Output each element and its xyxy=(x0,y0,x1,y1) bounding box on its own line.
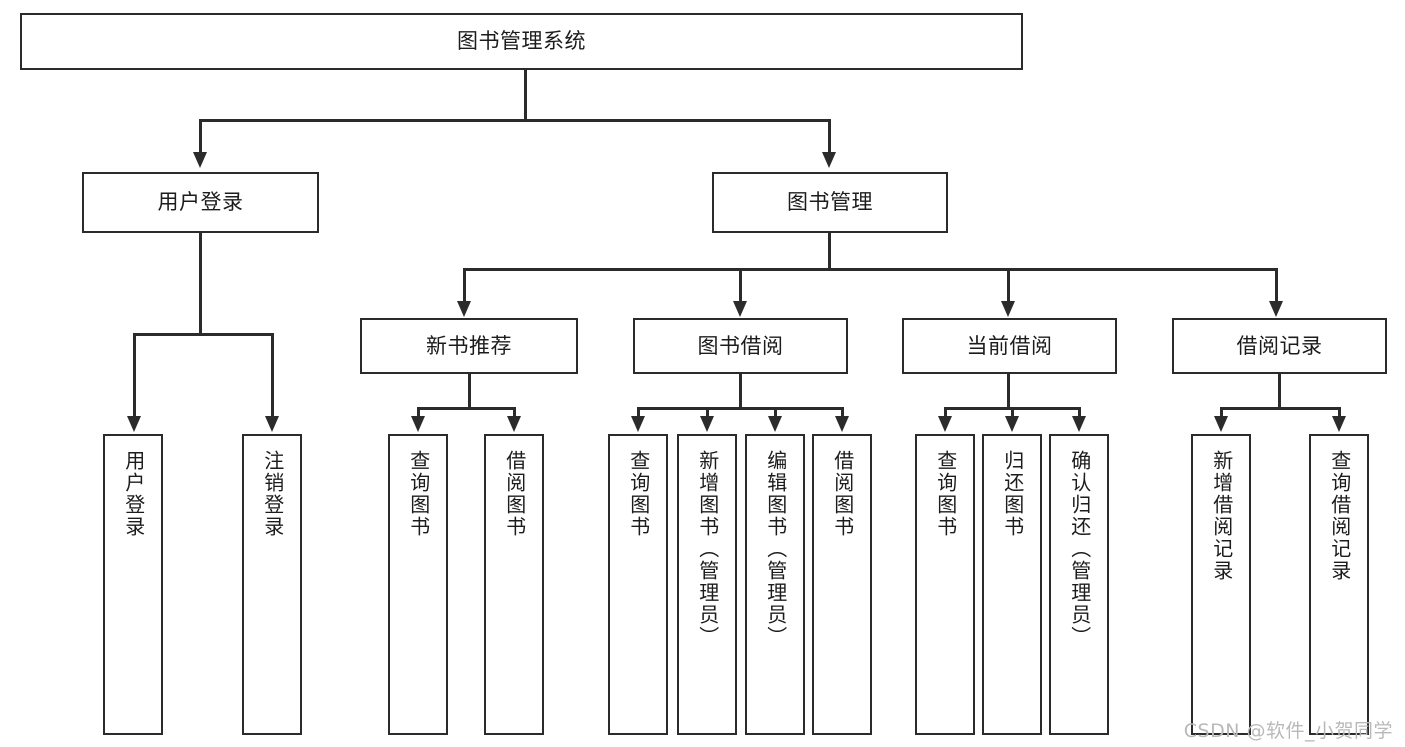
node-leaf-rec-query-book-label: 查询图书 xyxy=(406,450,431,538)
edge-user-login-bus xyxy=(133,333,273,336)
node-borrow-record-label: 借阅记录 xyxy=(1236,333,1323,358)
node-leaf-borrow-edit-book[interactable]: 编辑图书（管理员） xyxy=(745,434,805,735)
node-leaf-rec-query-book[interactable]: 查询图书 xyxy=(388,434,448,735)
arrowhead-book-borrow xyxy=(733,301,747,317)
node-leaf-current-query-book[interactable]: 查询图书 xyxy=(915,434,975,735)
arrowhead-current-return-book xyxy=(1005,416,1019,432)
node-book-manage-label: 图书管理 xyxy=(787,190,873,215)
edge-borrow-record-to-leaf-2 xyxy=(1338,407,1341,418)
node-leaf-borrow-query-book[interactable]: 查询图书 xyxy=(608,434,668,735)
edge-current-borrow-to-leaf-2 xyxy=(1011,407,1014,418)
arrowhead-borrow-query-book xyxy=(631,416,645,432)
node-book-manage[interactable]: 图书管理 xyxy=(712,172,948,233)
arrowhead-record-add xyxy=(1214,416,1228,432)
arrowhead-rec-query-book xyxy=(411,416,425,432)
node-root-label: 图书管理系统 xyxy=(457,29,586,54)
node-leaf-current-confirm-return[interactable]: 确认归还（管理员） xyxy=(1049,434,1109,735)
node-leaf-current-query-book-label: 查询图书 xyxy=(933,450,958,538)
node-leaf-borrow-query-book-label: 查询图书 xyxy=(626,450,651,538)
edge-user-login-to-leaf-2 xyxy=(271,333,274,418)
node-leaf-user-login[interactable]: 用户登录 xyxy=(103,434,163,735)
arrowhead-borrow-borrow-book xyxy=(835,416,849,432)
arrowhead-leaf-user-login xyxy=(127,416,141,432)
node-new-book-rec[interactable]: 新书推荐 xyxy=(360,318,578,374)
node-leaf-record-add[interactable]: 新增借阅记录 xyxy=(1191,434,1251,735)
arrowhead-user-login xyxy=(193,152,207,168)
arrowhead-book-manage xyxy=(822,152,836,168)
node-leaf-rec-borrow-book[interactable]: 借阅图书 xyxy=(484,434,544,735)
edge-borrow-record-stem xyxy=(1278,374,1281,409)
edge-book-manage-to-book-borrow xyxy=(739,268,742,303)
node-leaf-borrow-add-book[interactable]: 新增图书（管理员） xyxy=(677,434,737,735)
arrowhead-record-query xyxy=(1332,416,1346,432)
arrowhead-rec-borrow-book xyxy=(507,416,521,432)
arrowhead-borrow-edit-book xyxy=(768,416,782,432)
node-current-borrow-label: 当前借阅 xyxy=(966,333,1053,358)
edge-new-book-rec-to-leaf-1 xyxy=(417,407,420,418)
edge-book-manage-stem xyxy=(828,233,831,270)
arrowhead-current-confirm-return xyxy=(1072,416,1086,432)
node-book-borrow-label: 图书借阅 xyxy=(697,333,784,358)
edge-book-borrow-bus xyxy=(637,407,843,410)
arrowhead-borrow-add-book xyxy=(700,416,714,432)
edge-borrow-record-bus xyxy=(1220,407,1340,410)
node-leaf-user-logout[interactable]: 注销登录 xyxy=(242,434,302,735)
node-user-login-label: 用户登录 xyxy=(157,190,244,215)
arrowhead-current-borrow xyxy=(1001,301,1015,317)
node-leaf-record-add-label: 新增借阅记录 xyxy=(1209,450,1234,582)
node-leaf-user-login-label: 用户登录 xyxy=(121,450,146,538)
edge-current-borrow-to-leaf-3 xyxy=(1078,407,1081,418)
edge-book-borrow-to-leaf-1 xyxy=(637,407,640,418)
edge-book-manage-bus xyxy=(463,268,1277,271)
edge-book-manage-to-new-book-rec xyxy=(463,268,466,303)
edge-user-login-to-leaf-1 xyxy=(133,333,136,418)
edge-root-stem xyxy=(524,70,527,121)
node-new-book-rec-label: 新书推荐 xyxy=(426,333,512,358)
edge-new-book-rec-bus xyxy=(417,407,515,410)
edge-root-to-user-login xyxy=(199,119,202,154)
edge-root-bus xyxy=(199,119,831,122)
arrowhead-leaf-user-logout xyxy=(265,416,279,432)
node-leaf-record-query-label: 查询借阅记录 xyxy=(1327,450,1352,582)
node-leaf-user-logout-label: 注销登录 xyxy=(260,450,285,538)
node-leaf-current-return-book-label: 归还图书 xyxy=(1000,450,1025,538)
edge-root-to-book-manage xyxy=(828,119,831,154)
node-borrow-record[interactable]: 借阅记录 xyxy=(1172,318,1387,374)
edge-new-book-rec-stem xyxy=(468,374,471,409)
node-leaf-rec-borrow-book-label: 借阅图书 xyxy=(502,450,527,538)
arrowhead-borrow-record xyxy=(1269,301,1283,317)
node-user-login[interactable]: 用户登录 xyxy=(82,172,319,233)
node-root[interactable]: 图书管理系统 xyxy=(20,13,1023,70)
node-leaf-record-query[interactable]: 查询借阅记录 xyxy=(1309,434,1369,735)
edge-new-book-rec-to-leaf-2 xyxy=(513,407,516,418)
node-leaf-borrow-borrow-book[interactable]: 借阅图书 xyxy=(812,434,872,735)
node-leaf-borrow-add-book-label: 新增图书（管理员） xyxy=(695,450,720,648)
edge-book-borrow-stem xyxy=(739,374,742,409)
edge-user-login-stem xyxy=(199,233,202,334)
arrowhead-new-book-rec xyxy=(457,301,471,317)
edge-current-borrow-stem xyxy=(1007,374,1010,409)
edge-book-manage-to-borrow-record xyxy=(1275,268,1278,303)
edge-borrow-record-to-leaf-1 xyxy=(1220,407,1223,418)
edge-book-manage-to-current-borrow xyxy=(1007,268,1010,303)
node-leaf-borrow-borrow-book-label: 借阅图书 xyxy=(830,450,855,538)
arrowhead-current-query-book xyxy=(938,416,952,432)
node-leaf-current-return-book[interactable]: 归还图书 xyxy=(982,434,1042,735)
node-leaf-current-confirm-return-label: 确认归还（管理员） xyxy=(1067,450,1092,648)
node-leaf-borrow-edit-book-label: 编辑图书（管理员） xyxy=(763,450,788,648)
edge-current-borrow-to-leaf-1 xyxy=(944,407,947,418)
node-book-borrow[interactable]: 图书借阅 xyxy=(633,318,848,374)
edge-book-borrow-to-leaf-4 xyxy=(841,407,844,418)
node-current-borrow[interactable]: 当前借阅 xyxy=(902,318,1117,374)
edge-book-borrow-to-leaf-3 xyxy=(774,407,777,418)
edge-book-borrow-to-leaf-2 xyxy=(706,407,709,418)
